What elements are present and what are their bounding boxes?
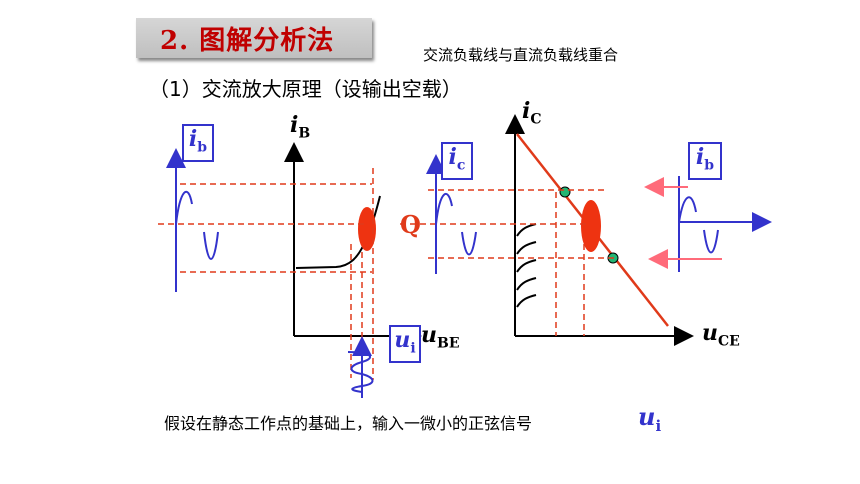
input-characteristic-graph	[158, 142, 422, 398]
ib-signal-box-left: ib	[182, 124, 214, 162]
ui-wave	[347, 351, 374, 393]
section-subtitle: （1）交流放大原理（设输出空载）	[149, 77, 462, 101]
q-point-label: Q	[400, 210, 421, 239]
uce-axis-label: uCE	[702, 320, 740, 350]
ib-wave-left	[175, 190, 193, 225]
ib-wave-right	[678, 196, 697, 223]
slide-title: 2. 图解分析法	[160, 26, 335, 56]
output-characteristic-graph	[400, 114, 772, 346]
caption-variable: ui	[638, 402, 662, 435]
q-upper-dot	[559, 186, 571, 198]
title-banner	[136, 18, 372, 58]
ic-signal-box: ic	[441, 142, 473, 180]
ube-axis-label: uBE	[421, 322, 460, 352]
q-point-ellipse-right	[581, 200, 601, 252]
ib-signal-box-right: ib	[688, 142, 722, 180]
ui-signal-box: ui	[389, 325, 421, 363]
ib-axis-label: iB	[290, 112, 311, 142]
ic-axis-label: iC	[522, 98, 542, 128]
ic-wave	[435, 192, 453, 225]
q-point-ellipse-left	[358, 207, 376, 251]
caption-text: 假设在静态工作点的基础上，输入一微小的正弦信号	[164, 414, 533, 433]
load-line-note: 交流负载线与直流负载线重合	[423, 46, 619, 64]
